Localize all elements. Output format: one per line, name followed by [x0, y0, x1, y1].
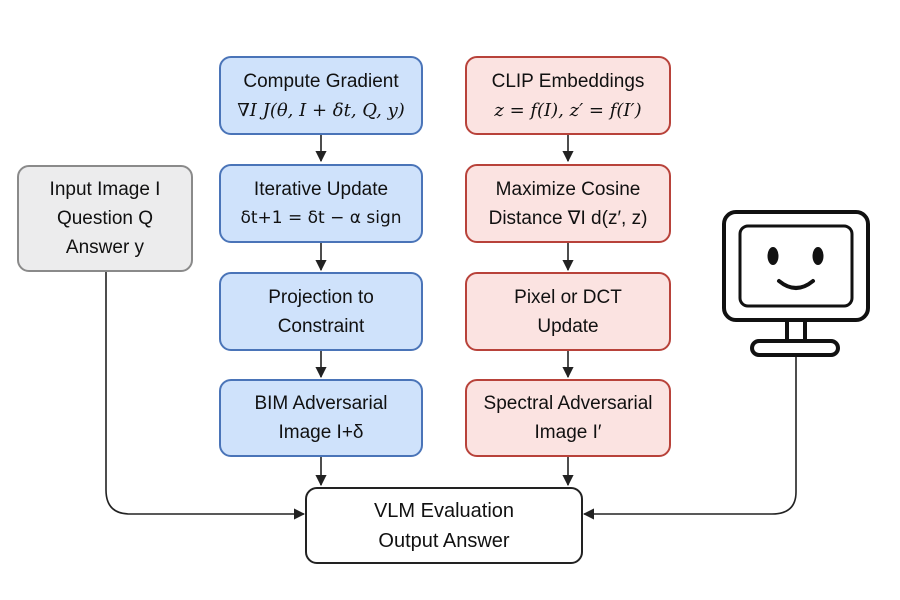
pixel-dct-update-box: Pixel or DCT Update [465, 272, 671, 351]
maximize-line1: Maximize Cosine [495, 178, 641, 200]
spectral-adversarial-box: Spectral Adversarial Image I′ [465, 379, 671, 457]
question-label: Question Q [56, 208, 154, 229]
projection-line2: Constraint [277, 315, 365, 337]
spectral-line2: Image I′ [534, 422, 602, 443]
bim-adversarial-box: BIM Adversarial Image I+δ [219, 379, 423, 457]
vlm-evaluation-box: VLM Evaluation Output Answer [305, 487, 583, 564]
maximize-line2: Distance ∇I d(z′, z) [488, 207, 648, 229]
compute-gradient-title: Compute Gradient [243, 70, 399, 92]
input-image-label: Input Image I [49, 179, 161, 200]
clip-formula: z = f(I), z′ = f(I′) [494, 99, 642, 121]
pixel-dct-line2: Update [537, 315, 599, 337]
input-box: Input Image I Question Q Answer y [17, 165, 193, 272]
iterative-update-title: Iterative Update [253, 178, 389, 200]
arrow-monitor-to-eval [582, 356, 797, 520]
monitor-smiley-icon [722, 210, 870, 357]
clip-title: CLIP Embeddings [491, 70, 645, 92]
bim-line2: Image I+δ [278, 422, 364, 443]
update-formula: δt+1 = δt − α sign [240, 207, 402, 228]
pixel-dct-line1: Pixel or DCT [514, 286, 622, 308]
answer-label: Answer y [65, 237, 145, 258]
compute-gradient-box: Compute Gradient ∇I J(θ, I + δt, Q, y) [219, 56, 423, 135]
gradient-formula: ∇I J(θ, I + δt, Q, y) [237, 99, 405, 121]
evaluation-line2: Output Answer [378, 529, 510, 552]
bim-line1: BIM Adversarial [254, 393, 388, 414]
evaluation-line1: VLM Evaluation [373, 499, 515, 522]
maximize-cosine-box: Maximize Cosine Distance ∇I d(z′, z) [465, 164, 671, 243]
arrow-input-to-eval [105, 272, 306, 520]
spectral-line1: Spectral Adversarial [483, 393, 653, 414]
iterative-update-box: Iterative Update δt+1 = δt − α sign [219, 164, 423, 243]
projection-line1: Projection to [268, 286, 374, 308]
projection-box: Projection to Constraint [219, 272, 423, 351]
clip-embeddings-box: CLIP Embeddings z = f(I), z′ = f(I′) [465, 56, 671, 135]
